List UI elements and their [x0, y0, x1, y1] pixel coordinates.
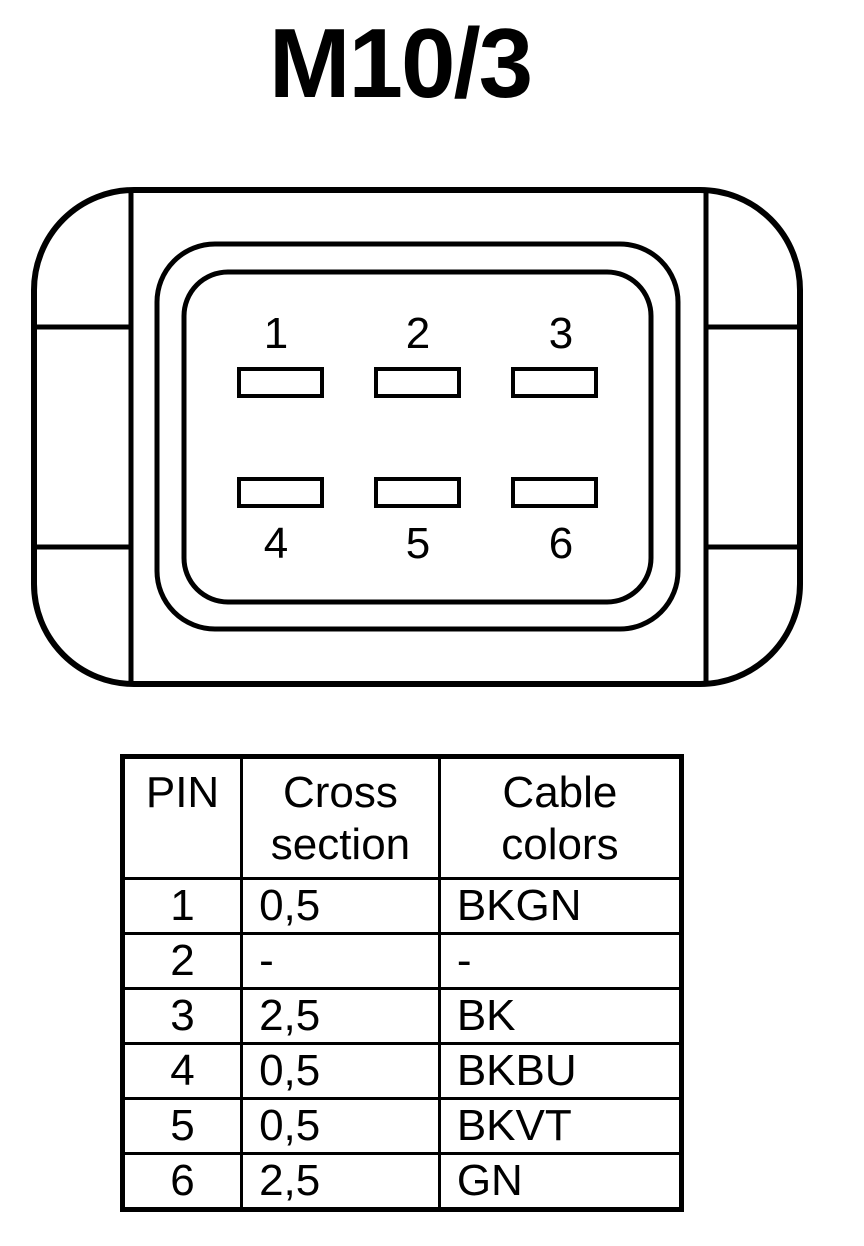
row-cross-section: 2,5	[240, 987, 441, 1045]
row-pin: 3	[120, 987, 244, 1045]
row-cross-section: 2,5	[240, 1152, 441, 1211]
row-cross-section: 0,5	[240, 1097, 441, 1155]
table-row: 1 0,5 BKGN	[120, 877, 684, 935]
table-row: 5 0,5 BKVT	[120, 1097, 684, 1155]
row-cable-color: BK	[437, 987, 684, 1045]
row-pin: 4	[120, 1042, 244, 1100]
header-pin: PIN	[120, 755, 244, 880]
header-cross-section: Cross section	[240, 755, 441, 880]
pin-contact-2	[374, 367, 461, 398]
pin-label-4: 4	[264, 519, 288, 568]
connector-drawing: 1 2 3 4 5 6	[31, 187, 803, 687]
row-cable-color: BKVT	[437, 1097, 684, 1155]
table-row: 6 2,5 GN	[120, 1152, 684, 1211]
connector-shroud-inner	[181, 269, 654, 605]
pin-contact-3	[511, 367, 598, 398]
row-pin: 6	[120, 1152, 244, 1211]
connector-title: M10/3	[268, 8, 533, 118]
row-pin: 1	[120, 877, 244, 935]
connector-housing	[31, 187, 803, 687]
table-header-row: PIN Cross section Cable colors	[120, 755, 684, 880]
pin-contact-1	[237, 367, 324, 398]
pin-label-3: 3	[549, 309, 573, 358]
header-cross-section-line-2: section	[270, 820, 411, 869]
pin-label-5: 5	[406, 519, 430, 568]
row-cable-color: BKGN	[437, 877, 684, 935]
pin-contact-6	[511, 477, 598, 508]
header-cable-colors-line-2: colors	[501, 820, 619, 869]
pin-contact-5	[374, 477, 461, 508]
connector-shroud-outer	[154, 241, 681, 632]
row-cable-color: GN	[437, 1152, 684, 1211]
row-cross-section: 0,5	[240, 877, 441, 935]
table-row: 2 - -	[120, 932, 684, 990]
row-cross-section: -	[240, 932, 441, 990]
pin-contact-4	[237, 477, 324, 508]
pin-label-2: 2	[406, 309, 430, 358]
row-pin: 5	[120, 1097, 244, 1155]
table-row: 4 0,5 BKBU	[120, 1042, 684, 1100]
header-cross-section-line-1: Cross	[282, 768, 398, 817]
row-cable-color: BKBU	[437, 1042, 684, 1100]
row-cross-section: 0,5	[240, 1042, 441, 1100]
row-cable-color: -	[437, 932, 684, 990]
table-row: 3 2,5 BK	[120, 987, 684, 1045]
header-cable-colors-line-1: Cable	[502, 768, 618, 817]
pin-label-6: 6	[549, 519, 573, 568]
pin-label-1: 1	[264, 309, 288, 358]
header-cable-colors: Cable colors	[437, 755, 684, 880]
row-pin: 2	[120, 932, 244, 990]
pinout-table: PIN Cross section Cable colors 1 0,5 BKG…	[120, 754, 684, 1212]
